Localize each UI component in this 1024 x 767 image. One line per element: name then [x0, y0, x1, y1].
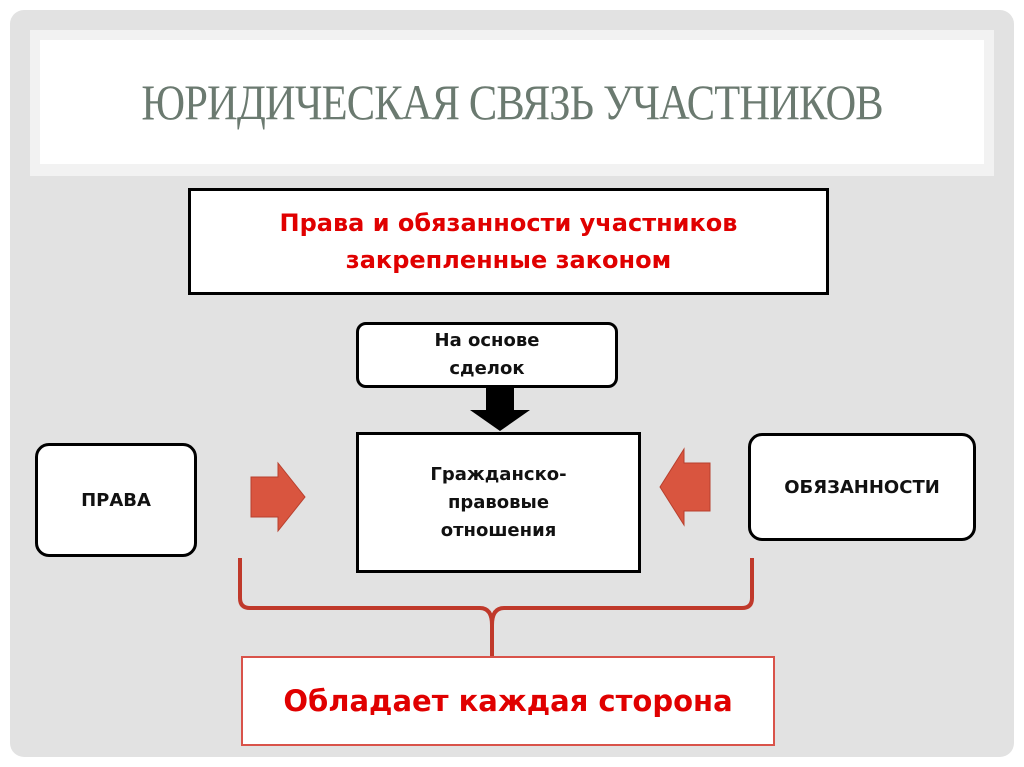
slide-title: ЮРИДИЧЕСКАЯ СВЯЗЬ УЧАСТНИКОВ — [141, 74, 883, 130]
bottom-label: Обладает каждая сторона — [283, 684, 733, 718]
bottom-box: Обладает каждая сторона — [241, 656, 775, 746]
down-arrow-icon — [470, 388, 530, 431]
relations-box: Гражданско-правовые отношения — [356, 432, 641, 573]
basis-line-1: На основе — [434, 330, 540, 351]
title-container: ЮРИДИЧЕСКАЯ СВЯЗЬ УЧАСТНИКОВ — [40, 40, 984, 164]
basis-box: На основе сделок — [356, 322, 618, 388]
rules-line-2: закрепленные законом — [345, 245, 672, 274]
right-arrow-icon — [250, 461, 306, 533]
relations-line-3: отношения — [440, 519, 557, 541]
rights-label: ПРАВА — [81, 489, 151, 511]
left-arrow-icon — [659, 447, 711, 527]
brace-icon — [238, 558, 754, 656]
relations-line-2: правовые — [447, 491, 550, 513]
rules-line-1: Права и обязанности участников — [279, 208, 738, 237]
rules-box: Права и обязанности участников закрепленн… — [188, 188, 829, 295]
relations-line-1: Гражданско- — [430, 463, 567, 485]
rights-box: ПРАВА — [35, 443, 197, 557]
duties-label: ОБЯЗАННОСТИ — [784, 476, 940, 498]
basis-line-2: сделок — [449, 358, 525, 379]
title-band: ЮРИДИЧЕСКАЯ СВЯЗЬ УЧАСТНИКОВ — [30, 30, 994, 176]
duties-box: ОБЯЗАННОСТИ — [748, 433, 976, 541]
